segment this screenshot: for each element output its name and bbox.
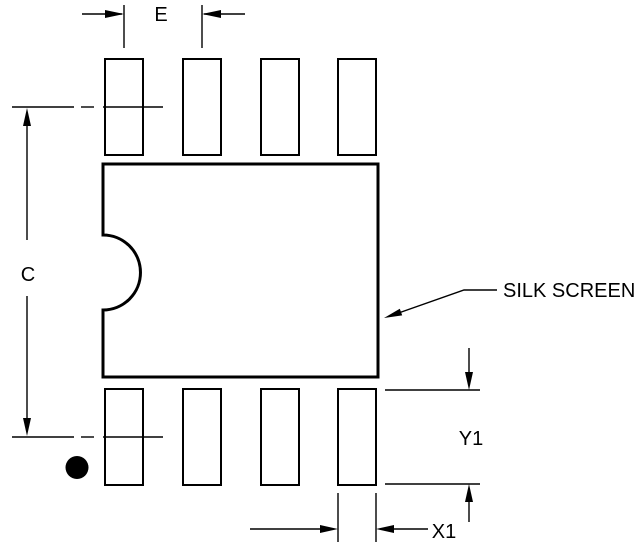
pin1-marker-dot — [65, 456, 89, 479]
silkscreen-label: SILK SCREEN — [503, 280, 634, 302]
dim-x1-label: X1 — [432, 521, 456, 543]
pad-top-2 — [182, 58, 222, 156]
dim-y1-arrow-down-icon — [465, 372, 473, 390]
dim-y1-arrow-up-icon — [465, 484, 473, 502]
dimension-e: E — [82, 4, 245, 48]
dim-c-label: C — [21, 264, 35, 286]
silkscreen-leader-arrow-icon — [384, 308, 403, 318]
dimension-c: C — [12, 106, 163, 438]
dim-y1-label: Y1 — [459, 428, 483, 450]
dimension-x1: X1 — [250, 493, 456, 543]
pad-bottom-2 — [182, 388, 222, 486]
pad-bottom-4 — [337, 388, 377, 486]
pad-top-4 — [337, 58, 377, 156]
dim-x1-arrow-left-icon — [376, 525, 394, 533]
dimension-y1: Y1 — [385, 348, 483, 522]
dim-c-arrow-up-icon — [23, 108, 31, 126]
silkscreen-outline — [101, 162, 380, 379]
silkscreen-leader-line — [389, 289, 497, 317]
dim-e-arrow-left-icon — [202, 10, 221, 18]
silkscreen-callout: SILK SCREEN — [384, 280, 634, 318]
dim-x1-arrow-right-icon — [320, 525, 338, 533]
top-pad-row — [104, 58, 377, 156]
pad-top-3 — [260, 58, 300, 156]
dim-c-arrow-down-icon — [23, 418, 31, 436]
dim-e-arrow-right-icon — [105, 10, 124, 18]
pad-bottom-3 — [260, 388, 300, 486]
dim-e-label: E — [154, 4, 167, 26]
